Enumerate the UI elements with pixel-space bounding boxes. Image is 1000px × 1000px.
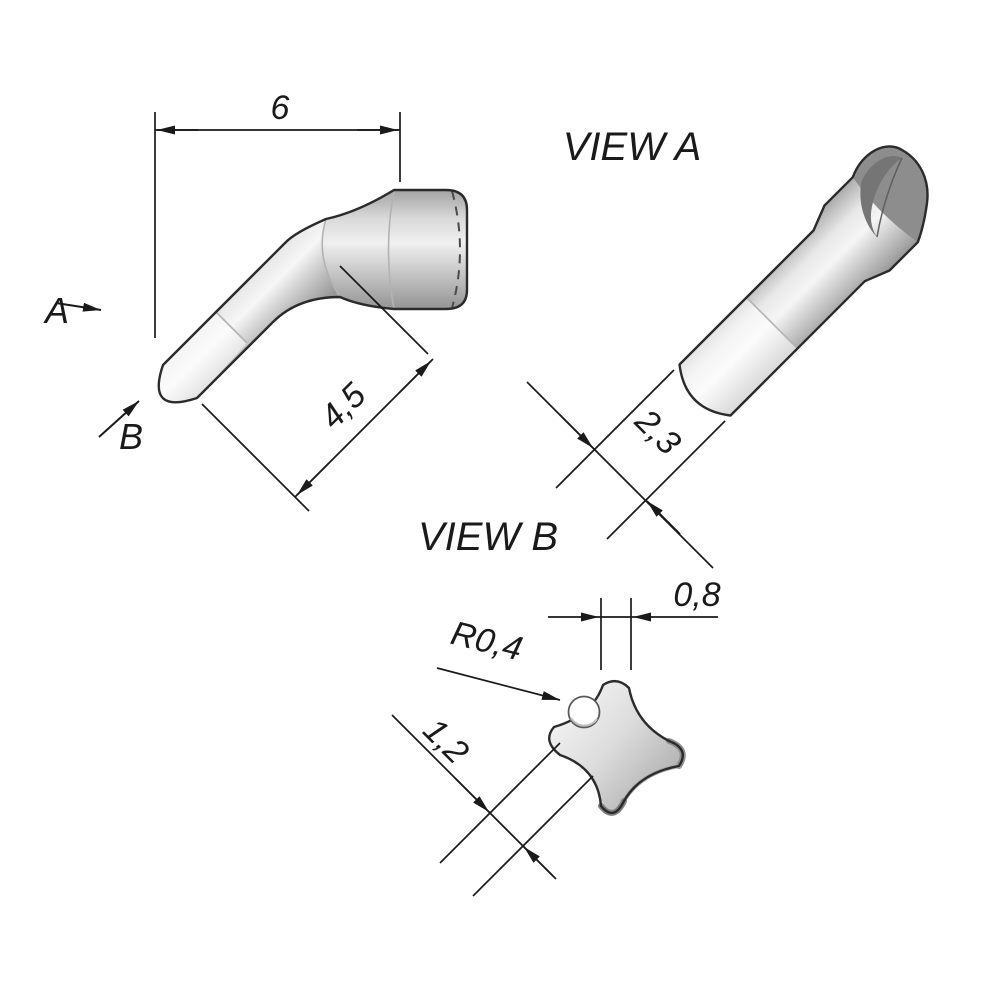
dimension-tip-width: 0,8 xyxy=(548,576,721,670)
view-a-outline xyxy=(678,145,929,417)
arrowhead-line xyxy=(646,500,681,535)
dimension-line xyxy=(526,381,714,569)
extension-line xyxy=(339,265,429,355)
view-a-plating-boundary xyxy=(745,296,799,350)
extension-line xyxy=(472,775,594,897)
arrowhead-line xyxy=(296,462,330,496)
extension-line xyxy=(555,369,675,489)
view-b-fillet-shade xyxy=(570,717,598,727)
view-b-letter: B xyxy=(119,416,143,457)
view-b-direction-callout: B xyxy=(98,400,143,457)
tip-plating-boundary xyxy=(214,310,248,344)
side-view-drawing xyxy=(157,188,469,404)
dimension-value: 6 xyxy=(271,89,290,127)
radius-leader-line xyxy=(436,667,561,701)
dimension-overall-length: 6 xyxy=(154,89,401,338)
view-b-fillet-scoop xyxy=(567,695,601,729)
extension-line xyxy=(201,403,310,512)
dimension-value: 0,8 xyxy=(673,576,720,614)
tip-plating-highlight xyxy=(158,311,247,403)
tip-neck-contour xyxy=(321,218,341,298)
arrowhead-line xyxy=(523,846,557,880)
view-b-title: VIEW B xyxy=(418,515,558,559)
view-a-section: VIEW A 2,3 xyxy=(526,125,929,569)
view-b-outline xyxy=(548,680,684,814)
view-a-direction-callout: A xyxy=(43,290,102,331)
view-a-letter: A xyxy=(43,290,69,331)
view-a-direction-arrow xyxy=(55,302,102,312)
arrowhead-line xyxy=(455,778,490,813)
extension-line xyxy=(606,420,726,540)
tip-barrel-shape xyxy=(322,190,467,309)
view-b-direction-arrow xyxy=(98,400,140,438)
barrel-junction-contour xyxy=(387,189,395,310)
view-a-plating-highlight xyxy=(679,297,798,416)
view-a-title: VIEW A xyxy=(563,125,702,169)
arrowhead-line xyxy=(398,360,432,394)
arrowhead-line xyxy=(559,414,594,449)
extension-line xyxy=(439,742,561,864)
tip-outline xyxy=(157,188,469,404)
view-a-crown-ridge xyxy=(876,157,903,238)
view-a-crown-hollow xyxy=(860,156,902,237)
